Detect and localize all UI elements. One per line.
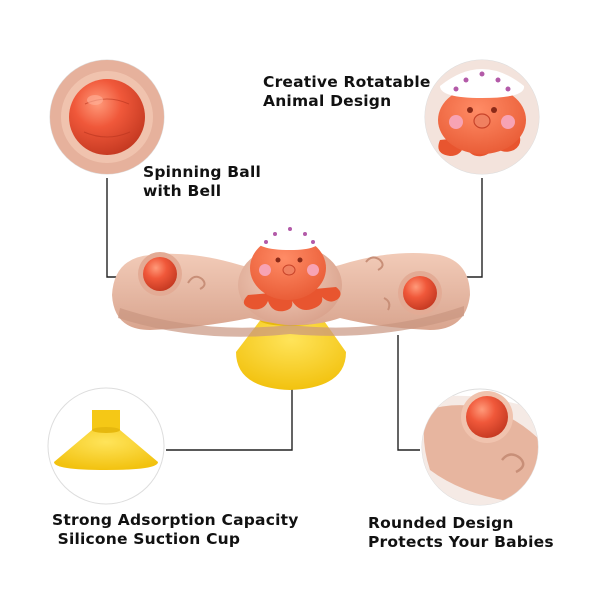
- feature-caption-ball: Spinning Ball with Bell: [143, 163, 261, 201]
- detail-circle-animal: [424, 59, 540, 175]
- leader-line-rounded: [397, 335, 420, 451]
- detail-circle-suction: [47, 387, 165, 505]
- feature-caption-animal: Creative Rotatable Animal Design: [263, 73, 431, 111]
- spinner-toy: [112, 226, 470, 337]
- caption-line-2: Silicone Suction Cup: [52, 530, 241, 548]
- detail-circle-rounded: [421, 388, 539, 506]
- octopus-figure: [243, 226, 341, 312]
- leader-line-suction: [166, 362, 293, 451]
- feature-caption-rounded: Rounded Design Protects Your Babies: [368, 514, 554, 552]
- caption-line-1: Creative Rotatable: [263, 73, 431, 91]
- caption-line-2: with Bell: [143, 182, 222, 200]
- caption-line-2: Animal Design: [263, 92, 392, 110]
- detail-circle-ball: [49, 59, 165, 175]
- caption-line-2: Protects Your Babies: [368, 533, 554, 551]
- caption-line-1: Strong Adsorption Capacity: [52, 511, 299, 529]
- caption-line-1: Spinning Ball: [143, 163, 261, 181]
- feature-caption-suction: Strong Adsorption Capacity Silicone Suct…: [52, 511, 299, 549]
- caption-line-1: Rounded Design: [368, 514, 514, 532]
